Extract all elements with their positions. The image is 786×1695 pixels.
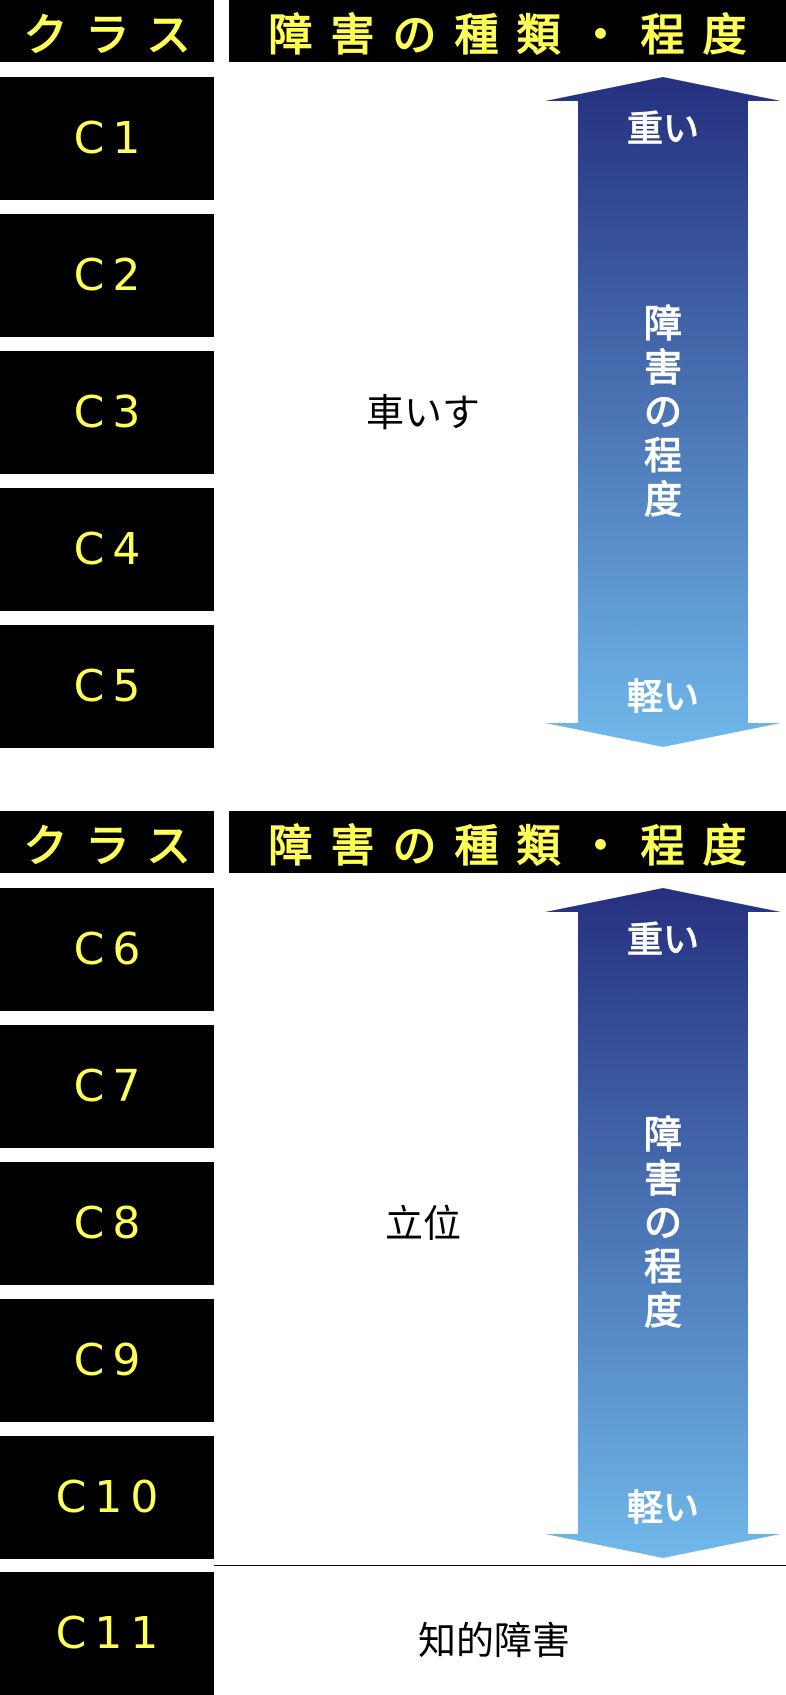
class-cell-c2: C2 <box>0 214 214 337</box>
heavy-label-2: 重い <box>626 920 699 961</box>
severity-arrow <box>545 77 781 747</box>
class-cell-c10: C10 <box>0 1436 214 1559</box>
class-cell-c6: C6 <box>0 888 214 1011</box>
class-cell-c11: C11 <box>0 1572 214 1695</box>
class-cell-c8: C8 <box>0 1162 214 1285</box>
row-divider <box>214 1565 786 1566</box>
light-label-2: 軽い <box>626 1488 699 1529</box>
class-cell-c1: C1 <box>0 77 214 200</box>
wheelchair-label: 車いす <box>366 391 481 435</box>
severity-vertical-label: 障 害 の 程 度 <box>643 302 682 522</box>
severity-vertical-label-2: 障 害 の 程 度 <box>643 1113 682 1333</box>
class-cell-c4: C4 <box>0 488 214 611</box>
heavy-label: 重い <box>626 109 699 150</box>
class-column-header-2: クラス <box>0 811 214 873</box>
class-cell-c9: C9 <box>0 1299 214 1422</box>
light-label: 軽い <box>626 677 699 718</box>
type-column-header: 障害の種類・程度 <box>229 0 786 62</box>
class-column-header: クラス <box>0 0 214 62</box>
type-column-header-2: 障害の種類・程度 <box>229 811 786 873</box>
severity-arrow-2 <box>545 888 781 1558</box>
standing-label: 立位 <box>385 1202 462 1246</box>
class-cell-c7: C7 <box>0 1025 214 1148</box>
class-cell-c5: C5 <box>0 625 214 748</box>
intellectual-disability-label: 知的障害 <box>418 1619 571 1663</box>
class-cell-c3: C3 <box>0 351 214 474</box>
